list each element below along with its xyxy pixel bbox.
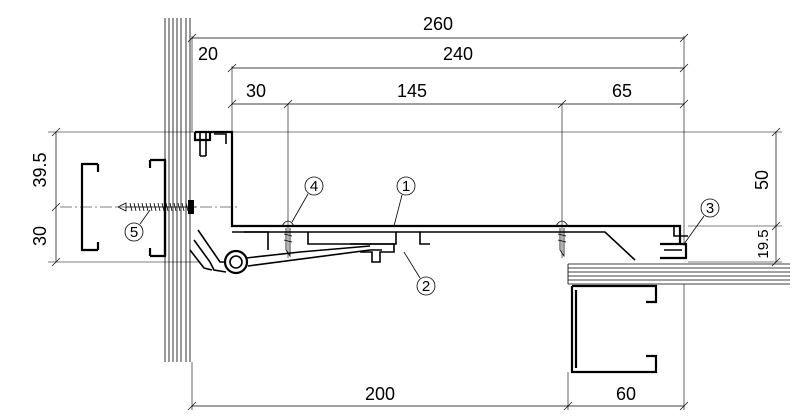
construction-lines: [48, 36, 782, 410]
dim-bottom-a: 200: [365, 384, 395, 404]
callout-1: 1: [402, 178, 410, 195]
dim-top-frame: 240: [443, 44, 473, 64]
hinge-joint: [189, 229, 382, 275]
dim-right-lower: 19.5: [755, 229, 772, 258]
main-profile: [193, 130, 682, 261]
horizontal-panel: [567, 263, 790, 285]
wall: [164, 18, 191, 362]
callout-3: 3: [706, 200, 714, 217]
dim-bottom-b: 60: [616, 384, 636, 404]
clip-2: [350, 243, 395, 263]
dim-mid-a: 30: [246, 81, 266, 101]
dim-right-upper: 50: [752, 170, 772, 190]
dim-top-left-gap: 20: [198, 44, 218, 64]
callout-4: 4: [310, 178, 318, 195]
dim-top-overall: 260: [423, 14, 453, 34]
clip-3: [660, 226, 688, 260]
callout-5: 5: [130, 224, 138, 241]
callouts: 1 2 3 4 5: [124, 176, 720, 296]
dimension-lines: [51, 33, 781, 411]
dim-left-upper: 39.5: [30, 152, 50, 187]
right-c-stud: [570, 284, 658, 374]
left-c-stud: [80, 158, 167, 258]
dimension-labels: 260 20 240 30 145 65 200 60 39.5 30 50 1…: [30, 14, 772, 404]
dim-mid-b: 145: [397, 81, 427, 101]
callout-2: 2: [422, 278, 430, 295]
dim-left-lower: 30: [30, 226, 50, 246]
dim-mid-c: 65: [612, 81, 632, 101]
